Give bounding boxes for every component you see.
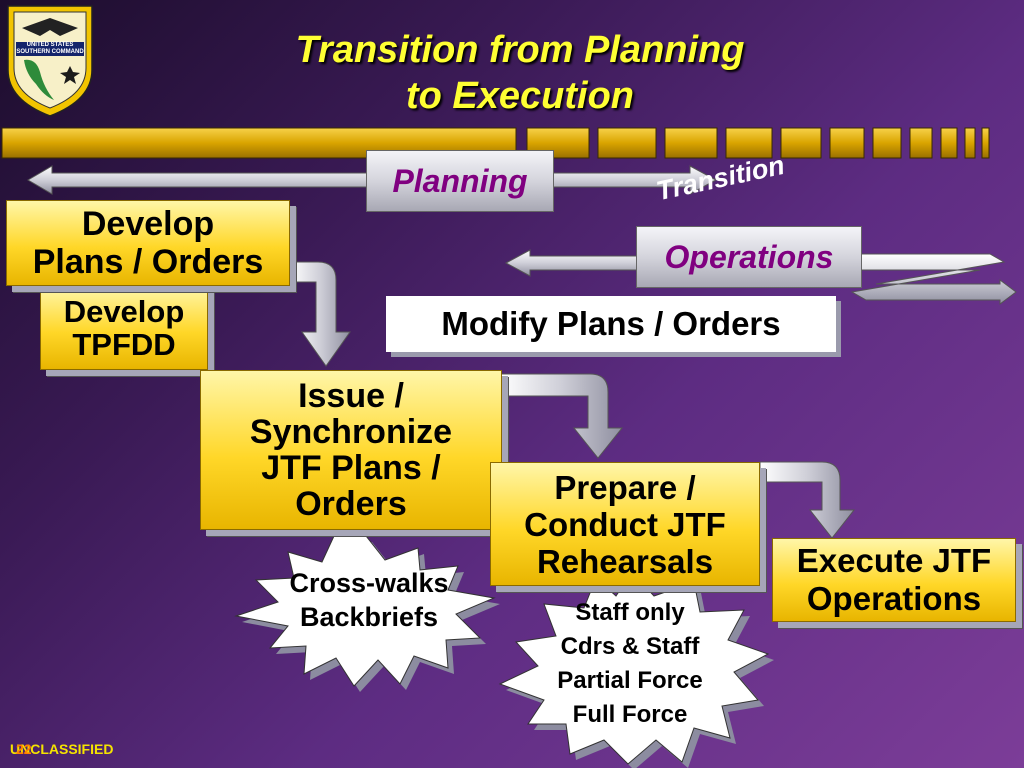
crosswalks-line1: Cross-walks [289,568,449,598]
step-prepare-line3: Rehearsals [536,542,714,580]
operations-phase-label: Operations [636,226,862,288]
classification-label: UNCLASSIFIED [10,741,114,757]
page-number: 22 [16,741,32,757]
connector-arrow-prepare-to-execute [759,461,856,539]
step-develop-plans-line2: Plans / Orders [32,243,264,281]
starburst-crosswalks [234,535,500,692]
step-issue-line4: Orders [295,485,407,523]
rehearsal-type-4: Full Force [572,701,688,728]
command-emblem [7,5,93,117]
step-issue-line2: Synchronize [249,413,453,451]
step-develop-plans: Develop Plans / Orders [6,200,290,286]
connector-arrow-issue-to-prepare [499,373,624,459]
rehearsal-type-3: Partial Force [557,667,703,694]
crosswalks-text: Cross-walks Backbriefs [258,566,480,634]
rehearsal-types-text: Staff only Cdrs & Staff Partial Force Fu… [520,596,740,732]
step-develop-tpfdd-line2: TPFDD [72,327,176,362]
step-prepare-line2: Conduct JTF [524,505,726,543]
planning-phase-label: Planning [366,150,554,212]
emblem-text-line1: UNITED STATES [26,42,74,48]
step-modify-plans: Modify Plans / Orders [386,296,836,352]
starburst-rehearsal-types [498,571,774,768]
emblem-text-line2: SOUTHERN COMMAND [16,49,84,55]
step-issue-synchronize: Issue / Synchronize JTF Plans / Orders [200,370,502,530]
step-develop-tpfdd-line1: Develop [63,294,185,329]
page-title-line1: Transition from Planning [295,29,745,71]
emblem-label: UNITED STATES SOUTHERN COMMAND [16,42,84,56]
crosswalks-line2: Backbriefs [299,602,439,632]
step-execute: Execute JTF Operations [772,538,1016,622]
step-prepare-conduct: Prepare / Conduct JTF Rehearsals [490,462,760,586]
rehearsal-type-2: Cdrs & Staff [560,633,700,660]
step-prepare-line1: Prepare / [554,468,696,506]
operations-span-arrow [504,249,1017,305]
connector-arrow-plans-to-issue [289,261,351,367]
step-issue-line3: JTF Plans / [261,449,441,487]
page-title-line2: to Execution [405,75,635,117]
step-develop-tpfdd: Develop TPFDD [40,286,208,370]
rehearsal-type-1: Staff only [575,599,685,626]
step-execute-line2: Operations [806,580,982,617]
step-develop-plans-line1: Develop [81,205,215,243]
step-issue-line1: Issue / [298,377,404,415]
step-execute-line1: Execute JTF [796,542,992,579]
